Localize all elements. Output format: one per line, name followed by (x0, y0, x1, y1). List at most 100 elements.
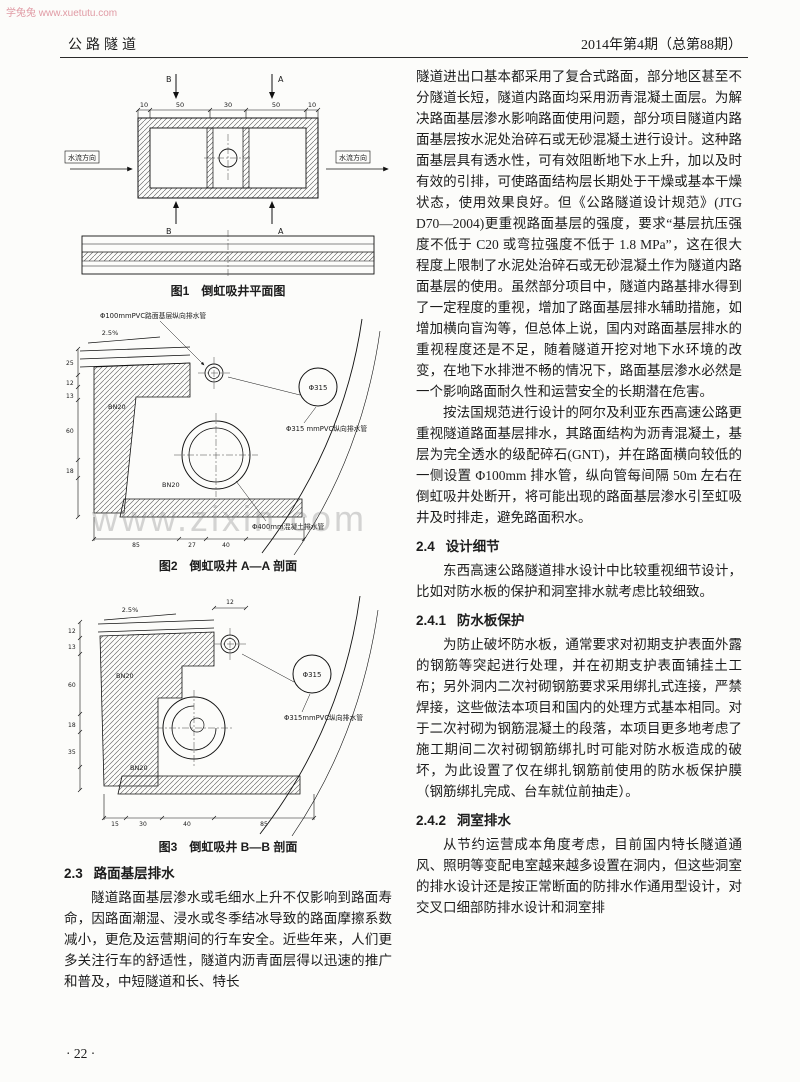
slope-line (103, 613, 177, 621)
section-2-4-1-number: 2.4.1 (416, 613, 447, 628)
right-column: 隧道进出口基本都采用了复合式路面，部分地区甚至不分隧道长短，隧道内路面均采用沥青… (416, 66, 742, 992)
svg-text:25: 25 (66, 360, 74, 367)
svg-text:13: 13 (66, 393, 74, 400)
svg-text:60: 60 (66, 428, 74, 435)
concrete-base-hatched (117, 775, 301, 795)
phi400-pipe-circle (174, 413, 258, 497)
dimension-chain-left (75, 346, 81, 520)
phi315-detail-circle: Φ315 (241, 653, 332, 694)
phi100-pipe-circle (198, 357, 230, 389)
concrete-wall-hatched (93, 362, 191, 514)
svg-text:12: 12 (226, 599, 234, 606)
svg-text:40: 40 (222, 542, 230, 549)
slope-label: 2.5% (122, 606, 139, 614)
tunnel-wall-arc-outer (293, 330, 381, 555)
pipe-label-phi100: Φ100mmPVC路面基层纵向排水管 (100, 311, 206, 320)
figure-3-drawing: 2.5% 12 (68, 595, 379, 836)
dimension-chain-bottom (101, 794, 317, 821)
dimension-numbers-bottom: 85 27 40 (132, 542, 230, 549)
phi100-pipe-circle (214, 628, 246, 660)
leader-phi315 (301, 693, 311, 713)
figure-1: B A (64, 66, 392, 299)
figure-2-drawing: Φ100mmPVC路面基层纵向排水管 2.5% (66, 311, 381, 555)
tunnel-wall-arc (259, 595, 361, 835)
flow-right-label: 水流方向 (339, 153, 367, 162)
dimension-numbers-left: 12 13 60 18 35 (68, 628, 76, 756)
phi315-detail-circle: Φ315 (227, 367, 338, 407)
leader-phi100 (159, 320, 205, 366)
leader-phi400 (235, 480, 267, 522)
figure-2: Φ100mmPVC路面基层纵向排水管 2.5% (64, 305, 392, 574)
svg-text:85: 85 (260, 821, 268, 828)
svg-text:15: 15 (111, 821, 119, 828)
figure-2-caption: 图2 倒虹吸井 A—A 剖面 (158, 559, 298, 573)
paragraph-detail-intro: 东西高速公路隧道排水设计中比较重视细节设计，比如对防水板的保护和洞室排水就考虑比… (416, 563, 742, 599)
svg-text:10: 10 (308, 101, 316, 109)
flow-direction-left: 水流方向 (64, 150, 133, 172)
dimension-chain-top (135, 107, 321, 118)
marker-b-label: B (166, 75, 172, 84)
svg-text:30: 30 (224, 101, 232, 109)
paragraph-algeria: 按法国规范进行设计的阿尔及利亚东西高速公路更重视隧道路面基层排水，其路面结构为沥… (416, 405, 742, 525)
issue-info: 2014年第4期（总第88期） (581, 38, 742, 53)
svg-text:27: 27 (188, 542, 196, 549)
slope-label: 2.5% (102, 329, 119, 337)
concrete-base-hatched (119, 498, 303, 518)
tunnel-wall-arc-outer (291, 609, 379, 836)
bn20-label-2: BN20 (130, 764, 148, 772)
section-marker-a-top: A (269, 74, 284, 99)
svg-text:A: A (278, 227, 284, 236)
section-2-4-2-title: 洞室排水 (456, 813, 511, 828)
figure-3: 2.5% 12 (64, 580, 392, 855)
dimension-numbers-left: 25 12 13 60 18 (66, 360, 74, 475)
pavement-layers (97, 619, 215, 633)
tunnel-wall-arc (261, 318, 363, 554)
svg-text:Φ315: Φ315 (309, 384, 328, 392)
header-rule (60, 57, 748, 58)
flow-left-label: 水流方向 (68, 153, 96, 162)
section-2-3-number: 2.3 (64, 866, 83, 881)
bn20-label-1: BN20 (116, 672, 134, 680)
paragraph-waterproof-board: 为防止破坏防水板，通常要求对初期支护表面外露的钢筋等突起进行处理，并在初期支护表… (416, 637, 742, 799)
page-number: · 22 · (66, 1046, 96, 1061)
figure-1-caption: 图1 倒虹吸井平面图 (170, 284, 286, 298)
section-2-4-title: 设计细节 (445, 539, 500, 554)
svg-text:18: 18 (66, 468, 74, 475)
two-column-layout: B A (64, 66, 742, 992)
section-2-4-2-heading: 2.4.2 洞室排水 (416, 809, 742, 829)
section-marker-b-bottom: B (166, 201, 179, 236)
svg-text:85: 85 (132, 542, 140, 549)
longitudinal-strip (81, 230, 375, 278)
site-watermark-top: 学兔兔 www.xuetutu.com (6, 8, 118, 19)
svg-text:10: 10 (140, 101, 148, 109)
pipe-label-phi315: Φ315 mmPVC纵向排水管 (286, 424, 367, 433)
figure-3-caption: 图3 倒虹吸井 B—B 剖面 (158, 840, 298, 854)
svg-text:50: 50 (272, 101, 280, 109)
dimension-numbers-bottom: 15 30 40 85 (111, 821, 268, 828)
svg-text:12: 12 (66, 380, 74, 387)
section-2-4-number: 2.4 (416, 539, 435, 554)
marker-a-label: A (278, 75, 284, 84)
slope-line (87, 336, 161, 344)
section-marker-b-top: B (166, 74, 179, 99)
section-2-4-2-number: 2.4.2 (416, 813, 447, 828)
svg-text:40: 40 (183, 821, 191, 828)
dimension-chain-top: 12 (211, 599, 249, 611)
bn20-label-2: BN20 (162, 481, 180, 489)
svg-text:Φ315: Φ315 (303, 671, 322, 679)
paragraph-cavern-drainage: 从节约运营成本角度考虑，目前国内特长隧道通风、照明等变配电室越来越多设置在洞内，… (416, 837, 742, 915)
svg-text:30: 30 (139, 821, 147, 828)
volute-spiral (171, 705, 217, 751)
well-plan (137, 117, 319, 199)
paragraph-continuation: 隧道进出口基本都采用了复合式路面，部分地区甚至不分隧道长短，隧道内路面均采用沥青… (416, 69, 742, 399)
pipe-label-phi400: Φ400mm混凝土排水管 (252, 522, 325, 531)
page-header: 公路隧道 2014年第4期（总第88期） (68, 34, 742, 54)
svg-text:12: 12 (68, 628, 76, 635)
dimension-numbers-top: 10 50 30 50 10 (140, 101, 316, 109)
svg-text:18: 18 (68, 722, 76, 729)
svg-text:60: 60 (68, 682, 76, 689)
journal-name: 公路隧道 (68, 38, 140, 53)
dimension-chain-left (77, 619, 83, 793)
flow-direction-right: 水流方向 (326, 150, 389, 172)
